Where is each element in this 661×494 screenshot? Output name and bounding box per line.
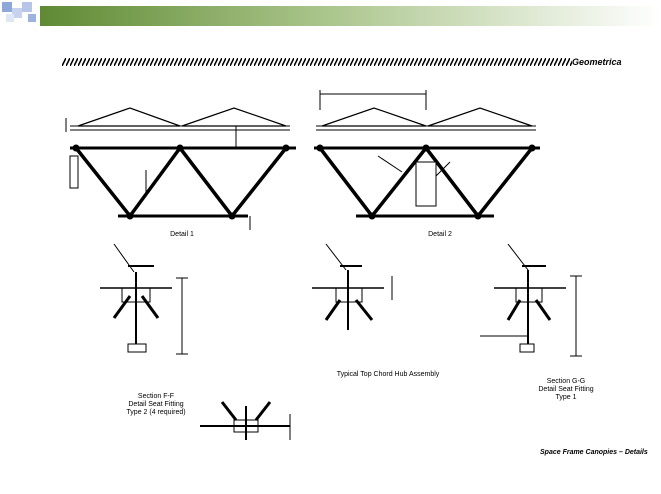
title-bar-graphic — [2, 2, 661, 26]
section-ff-title: Section F-F — [137, 393, 175, 400]
bottom-chord-fitting — [200, 401, 291, 440]
section-ff-sub: Detail Seat Fitting — [128, 401, 184, 408]
header-hatch-band — [62, 58, 572, 66]
section-ff-fitting — [100, 243, 188, 355]
section-ff-note: Type 2 (4 required) — [126, 409, 186, 416]
brand-name: Geometrica — [572, 57, 622, 67]
section-gg-fitting — [480, 243, 582, 357]
section-gg-label: Section G-G Detail Seat Fitting Type 1 — [526, 378, 606, 402]
section-gg-note: Type 1 — [555, 394, 577, 401]
section-ff-label: Section F-F Detail Seat Fitting Type 2 (… — [112, 393, 200, 417]
detail-1-truss — [65, 107, 296, 230]
hub-assembly-label: Typical Top Chord Hub Assembly — [336, 371, 440, 378]
footer-caption: Space Frame Canopies – Details — [540, 449, 648, 456]
detail-2-truss — [314, 90, 540, 220]
detail-2-label: Detail 2 — [428, 231, 452, 238]
detail-1-label: Detail 1 — [170, 231, 194, 238]
section-gg-sub: Detail Seat Fitting — [538, 386, 594, 393]
section-gg-title: Section G-G — [546, 378, 586, 385]
title-bar-gradient — [0, 0, 661, 26]
top-chord-hub-assembly — [312, 243, 393, 330]
